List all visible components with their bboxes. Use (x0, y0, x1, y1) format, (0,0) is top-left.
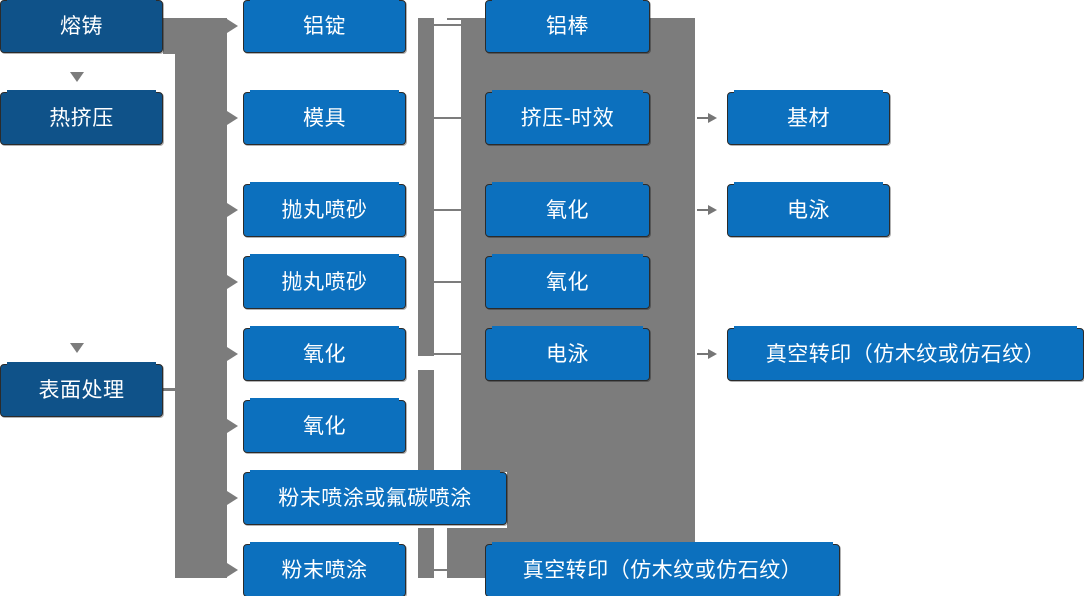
op-oxidation-2[interactable]: 氧化 (485, 254, 650, 309)
left-arrow-lane-4 (227, 275, 238, 289)
op-extrusion-aging[interactable]: 挤压-时效 (485, 90, 650, 145)
output-arrow-stem-3 (697, 353, 711, 355)
op-oxidation-2-label: 氧化 (546, 271, 589, 294)
stage-hot-extrusion[interactable]: 热挤压 (0, 90, 163, 145)
output-vacuum-transfer-printing-label: 真空转印（仿木纹或仿石纹） (765, 343, 1046, 366)
op-oxidation-1[interactable]: 氧化 (485, 182, 650, 237)
op-aluminum-bar-label: 铝棒 (546, 15, 589, 38)
mid-ladder-slot-inner (447, 20, 461, 576)
op-vacuum-transfer-printing-label: 真空转印（仿木纹或仿石纹） (522, 559, 803, 582)
mid-rail-segment-tail (447, 528, 461, 578)
mid-ladder-tick-4 (434, 281, 462, 283)
left-arrow-lane-3 (227, 203, 238, 217)
output-vacuum-transfer-printing[interactable]: 真空转印（仿木纹或仿石纹） (727, 326, 1084, 381)
mid-ladder-tick-5 (434, 353, 462, 355)
input-oxidation-2-label: 氧化 (303, 415, 346, 438)
op-oxidation-1-label: 氧化 (546, 199, 589, 222)
stage-surface-down-arrow (70, 343, 84, 353)
output-arrow-3 (708, 349, 717, 359)
stage-melting-label: 熔铸 (60, 15, 103, 38)
op-vacuum-transfer-printing[interactable]: 真空转印（仿木纹或仿石纹） (485, 542, 840, 596)
left-arrow-lane-5 (227, 347, 238, 361)
stage-hot-extrusion-label: 热挤压 (49, 107, 114, 130)
op-electrophoresis[interactable]: 电泳 (485, 326, 650, 381)
input-powder-or-fluorocarbon-coating[interactable]: 粉末喷涂或氟碳喷涂 (243, 470, 507, 525)
output-base-material[interactable]: 基材 (727, 90, 890, 145)
mid-ladder-slot (434, 18, 447, 578)
left-arrow-lane-6 (227, 419, 238, 433)
left-arrow-lane-7 (227, 491, 238, 505)
input-powder-or-fluorocarbon-coating-label: 粉末喷涂或氟碳喷涂 (278, 487, 472, 510)
input-shot-blasting-1-label: 抛丸喷砂 (281, 199, 368, 222)
input-aluminum-ingot-label: 铝锭 (303, 15, 346, 38)
input-mold[interactable]: 模具 (243, 90, 406, 145)
left-connector-bus (175, 18, 227, 578)
left-arrow-lane-2 (227, 111, 238, 125)
op-aluminum-bar[interactable]: 铝棒 (485, 0, 650, 53)
output-electrophoresis[interactable]: 电泳 (727, 182, 890, 237)
output-arrow-1 (708, 113, 717, 123)
output-arrow-stem-1 (697, 117, 711, 119)
left-arrow-lane-1 (227, 19, 238, 33)
output-electrophoresis-label: 电泳 (787, 199, 830, 222)
mid-ladder-tick-1 (434, 24, 462, 26)
input-powder-coating-label: 粉末喷涂 (281, 559, 368, 582)
stage-surface-tail (163, 388, 187, 391)
input-oxidation-1-label: 氧化 (303, 343, 346, 366)
stage-surface-treatment[interactable]: 表面处理 (0, 362, 163, 417)
output-arrow-2 (708, 205, 717, 215)
input-shot-blasting-1[interactable]: 抛丸喷砂 (243, 182, 406, 237)
output-arrow-stem-2 (697, 209, 711, 211)
input-oxidation-2[interactable]: 氧化 (243, 398, 406, 453)
mid-bar-segment-tail (418, 528, 434, 578)
input-shot-blasting-2-label: 抛丸喷砂 (281, 271, 368, 294)
op-extrusion-aging-label: 挤压-时效 (520, 107, 615, 130)
input-powder-coating[interactable]: 粉末喷涂 (243, 542, 406, 596)
input-mold-label: 模具 (303, 107, 346, 130)
mid-bar-segment-lower (418, 370, 434, 470)
input-oxidation-1[interactable]: 氧化 (243, 326, 406, 381)
mid-ladder-tick-2 (434, 117, 462, 119)
op-electrophoresis-label: 电泳 (546, 343, 589, 366)
left-connector-top-stub (163, 18, 187, 54)
input-aluminum-ingot[interactable]: 铝锭 (243, 0, 406, 53)
stage-surface-treatment-label: 表面处理 (38, 379, 125, 402)
mid-bar-gap-upper (414, 356, 466, 370)
stage-extrusion-down-arrow (70, 72, 84, 82)
left-arrow-lane-8 (227, 563, 238, 577)
mid-ladder-tick-3 (434, 209, 462, 211)
stage-melting[interactable]: 熔铸 (0, 0, 163, 53)
input-shot-blasting-2[interactable]: 抛丸喷砂 (243, 254, 406, 309)
output-base-material-label: 基材 (787, 107, 830, 130)
